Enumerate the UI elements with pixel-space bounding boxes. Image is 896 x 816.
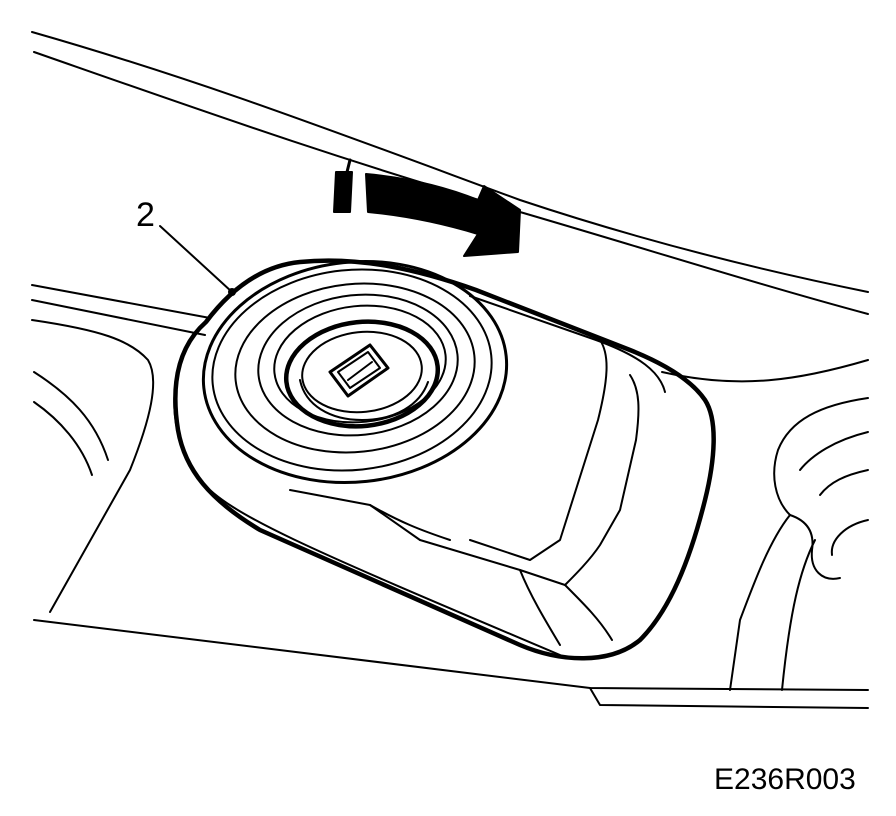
key-slot-icon xyxy=(328,343,390,398)
figure-code: E236R003 xyxy=(714,763,856,796)
left-body-structure xyxy=(31,284,869,709)
rotation-arrow-icon xyxy=(333,171,521,257)
callout-label: 2 xyxy=(136,196,155,234)
right-body-structure xyxy=(661,359,869,691)
callout-2: 2 xyxy=(136,196,236,296)
filler-cap xyxy=(201,259,509,485)
upper-panel-edge xyxy=(31,31,869,315)
